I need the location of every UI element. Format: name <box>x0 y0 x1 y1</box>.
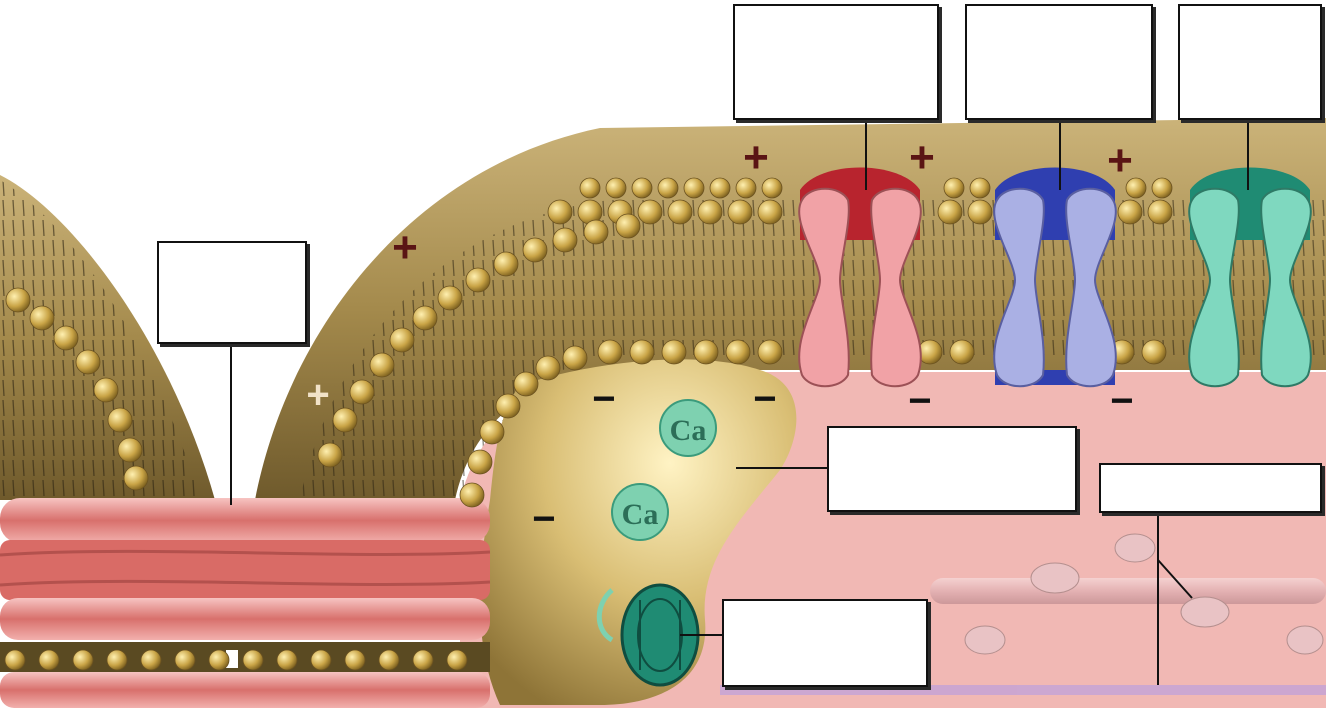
phospholipid-head <box>468 450 492 474</box>
phospholipid-head <box>548 200 572 224</box>
phospholipid-head <box>1118 200 1142 224</box>
phospholipid-head <box>970 178 990 198</box>
phospholipid-head <box>333 408 357 432</box>
phospholipid-head <box>662 340 686 364</box>
phospholipid-head <box>632 178 652 198</box>
phospholipid-head <box>1148 200 1172 224</box>
phospholipid-head <box>523 238 547 262</box>
phospholipid-head <box>630 340 654 364</box>
phospholipid-head <box>496 394 520 418</box>
calcium-ion: Ca <box>612 484 668 540</box>
phospholipid-head <box>710 178 730 198</box>
charge-plus-sign: + <box>392 223 418 272</box>
phospholipid-head <box>938 200 962 224</box>
phospholipid-head <box>39 650 59 670</box>
phospholipid-head <box>209 650 229 670</box>
phospholipid-head <box>584 220 608 244</box>
phospholipid-head <box>480 420 504 444</box>
phospholipid-head <box>698 200 722 224</box>
phospholipid-head <box>553 228 577 252</box>
phospholipid-head <box>726 340 750 364</box>
phospholipid-head <box>6 288 30 312</box>
phospholipid-head <box>758 340 782 364</box>
phospholipid-head <box>728 200 752 224</box>
phospholipid-head <box>318 443 342 467</box>
phospholipid-head <box>107 650 127 670</box>
phospholipid-head <box>668 200 692 224</box>
svg-text:Ca: Ca <box>622 498 659 531</box>
charge-minus-sign: − <box>908 379 931 423</box>
label-box-channel-green[interactable] <box>1178 4 1322 120</box>
phospholipid-head <box>370 353 394 377</box>
phospholipid-head <box>950 340 974 364</box>
phospholipid-head <box>638 200 662 224</box>
svg-text:Ca: Ca <box>670 414 707 447</box>
phospholipid-head <box>1152 178 1172 198</box>
phospholipid-head <box>76 350 100 374</box>
phospholipid-head <box>175 650 195 670</box>
phospholipid-head <box>447 650 467 670</box>
phospholipid-head <box>606 178 626 198</box>
phospholipid-head <box>108 408 132 432</box>
phospholipid-head <box>580 178 600 198</box>
phospholipid-head <box>118 438 142 462</box>
myofibril-bundle <box>0 498 490 708</box>
phospholipid-head <box>758 200 782 224</box>
phospholipid-head <box>438 286 462 310</box>
calcium-ion: Ca <box>660 400 716 456</box>
phospholipid-head <box>563 346 587 370</box>
phospholipid-head <box>54 326 78 350</box>
phospholipid-head <box>243 650 263 670</box>
phospholipid-head <box>413 306 437 330</box>
phospholipid-head <box>968 200 992 224</box>
charge-minus-sign: − <box>592 377 615 421</box>
phospholipid-head <box>460 483 484 507</box>
phospholipid-head <box>694 340 718 364</box>
phospholipid-head <box>277 650 297 670</box>
phospholipid-head <box>124 466 148 490</box>
phospholipid-head <box>684 178 704 198</box>
phospholipid-head <box>379 650 399 670</box>
label-box-channel-blue[interactable] <box>965 4 1153 120</box>
phospholipid-head <box>5 650 25 670</box>
phospholipid-head <box>1142 340 1166 364</box>
phospholipid-head <box>345 650 365 670</box>
label-box-sarcoplasm[interactable] <box>1099 463 1322 513</box>
phospholipid-head <box>616 214 640 238</box>
phospholipid-head <box>944 178 964 198</box>
phospholipid-head <box>94 378 118 402</box>
charge-minus-sign: − <box>1110 379 1133 423</box>
phospholipid-head <box>536 356 560 380</box>
label-box-sarcoplasmic-reticulum[interactable] <box>827 426 1077 512</box>
charge-minus-sign: − <box>532 497 555 541</box>
phospholipid-head <box>350 380 374 404</box>
phospholipid-head <box>598 340 622 364</box>
phospholipid-head <box>658 178 678 198</box>
phospholipid-head <box>390 328 414 352</box>
phospholipid-head <box>514 372 538 396</box>
charge-plus-sign: + <box>743 133 769 182</box>
charge-plus-sign: + <box>909 133 935 182</box>
label-box-myofibril[interactable] <box>157 241 307 344</box>
phospholipid-head <box>413 650 433 670</box>
phospholipid-head <box>466 268 490 292</box>
charge-plus-sign: + <box>1107 136 1133 185</box>
charge-plus-sign: + <box>306 373 329 417</box>
phospholipid-head <box>494 252 518 276</box>
phospholipid-head <box>311 650 331 670</box>
charge-minus-sign: − <box>753 377 776 421</box>
phospholipid-head <box>73 650 93 670</box>
phospholipid-head <box>30 306 54 330</box>
label-box-calcium-pump[interactable] <box>722 599 928 687</box>
label-box-channel-red[interactable] <box>733 4 939 120</box>
phospholipid-head <box>141 650 161 670</box>
